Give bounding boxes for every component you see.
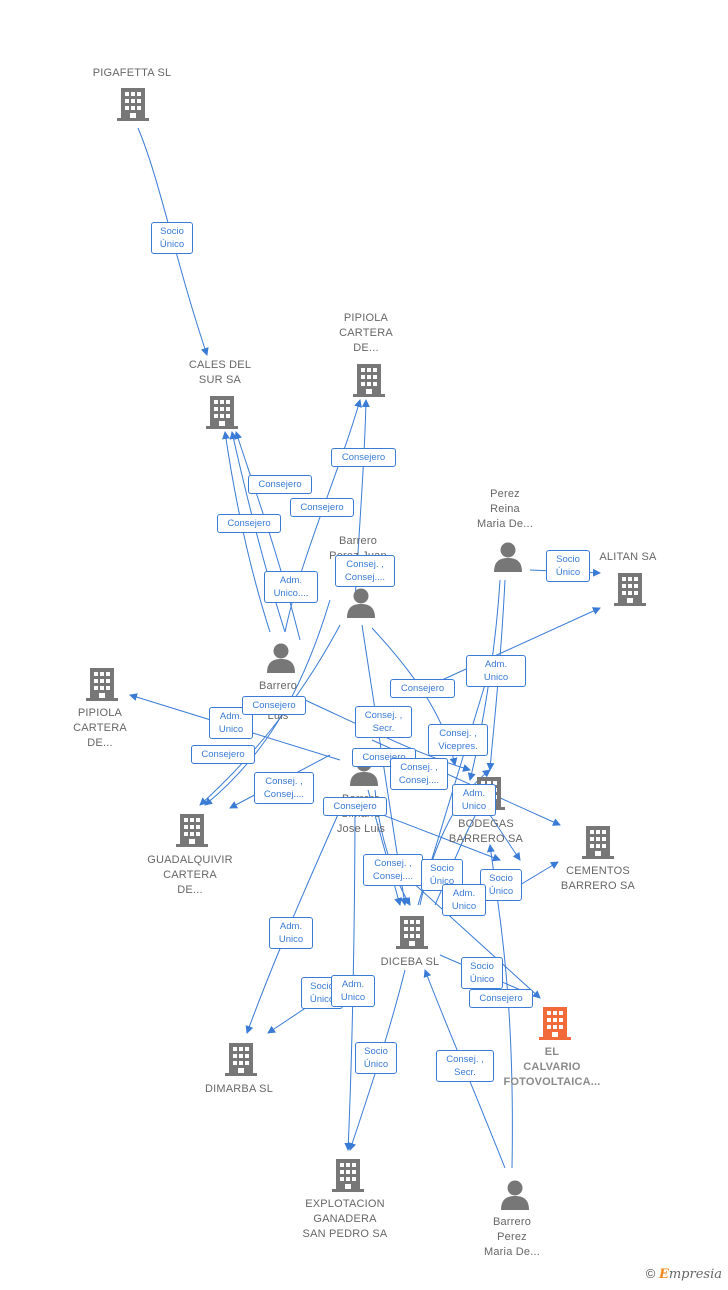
- edge-label[interactable]: Socio Único: [461, 957, 503, 989]
- node-label-barrero-maria[interactable]: Barrero Perez Maria De...: [484, 1216, 540, 1258]
- edges: [129, 127, 601, 1169]
- building-icon[interactable]: [614, 573, 646, 606]
- edge-label[interactable]: Consejero: [290, 498, 354, 517]
- person-icon[interactable]: [347, 588, 375, 619]
- edge-label[interactable]: Consej. , Vicepres.: [428, 724, 488, 756]
- building-icon[interactable]: [117, 88, 149, 121]
- node-label-explotacion[interactable]: EXPLOTACION GANADERA SAN PEDRO SA: [302, 1198, 388, 1240]
- edge-label[interactable]: Adm. Unico: [452, 784, 496, 816]
- edge-label[interactable]: Consejero: [242, 696, 306, 715]
- building-icon[interactable]: [225, 1043, 257, 1076]
- edge-label[interactable]: Consej. , Consej....: [363, 854, 423, 886]
- building-icon[interactable]: [206, 396, 238, 429]
- edge-label[interactable]: Socio Único: [546, 550, 590, 582]
- building-icon[interactable]: [176, 814, 208, 847]
- person-icon[interactable]: [501, 1180, 529, 1211]
- node-label-pigafetta[interactable]: PIGAFETTA SL: [92, 67, 172, 79]
- building-icon[interactable]: [332, 1159, 364, 1192]
- person-icon[interactable]: [494, 542, 522, 573]
- building-icon[interactable]: [582, 826, 614, 859]
- edge-label[interactable]: Consej. , Consej....: [335, 555, 395, 587]
- node-label-bodegas[interactable]: BODEGAS BARRERO SA: [448, 818, 524, 845]
- brand-initial: E: [658, 1267, 669, 1282]
- edge-label[interactable]: Consej. , Consej....: [390, 758, 448, 790]
- node-label-guadalquivir[interactable]: GUADALQUIVIR CARTERA DE...: [147, 854, 233, 896]
- edge-label[interactable]: Adm. Unico....: [264, 571, 318, 603]
- building-icon[interactable]: [353, 364, 385, 397]
- edge-label[interactable]: Adm. Unico: [269, 917, 313, 949]
- edge-label[interactable]: Consejero: [217, 514, 281, 533]
- copyright-symbol: ©: [645, 1266, 656, 1281]
- edge-label[interactable]: Socio Único: [480, 869, 522, 901]
- node-label-alitan[interactable]: ALITAN SA: [599, 551, 657, 563]
- edge-label[interactable]: Adm. Unico: [442, 884, 486, 916]
- edge-label[interactable]: Consej. , Consej....: [254, 772, 314, 804]
- edge-label[interactable]: Adm. Unico: [466, 655, 526, 687]
- node-label-pipiola-left[interactable]: PIPIOLA CARTERA DE...: [73, 707, 127, 749]
- edge-label[interactable]: Socio Único: [151, 222, 193, 254]
- brand-name: mpresia: [668, 1267, 722, 1282]
- building-icon[interactable]: [86, 668, 118, 701]
- building-icon[interactable]: [396, 916, 428, 949]
- brand-logo: © Empresia: [646, 1266, 722, 1282]
- node-label-pipiola-top[interactable]: PIPIOLA CARTERA DE...: [339, 312, 393, 354]
- edge-label[interactable]: Consejero: [331, 448, 396, 467]
- node-label-el-calvario[interactable]: EL CALVARIO FOTOVOLTAICA...: [503, 1046, 601, 1088]
- node-label-perez-reina[interactable]: Perez Reina Maria De...: [477, 488, 533, 530]
- edge-label[interactable]: Consej. , Secr.: [436, 1050, 494, 1082]
- edge-label[interactable]: Consejero: [390, 679, 455, 698]
- person-icon[interactable]: [267, 643, 295, 674]
- node-label-diceba[interactable]: DICEBA SL: [380, 956, 440, 968]
- node-label-cales[interactable]: CALES DEL SUR SA: [188, 359, 252, 386]
- edge-label[interactable]: Socio Único: [355, 1042, 397, 1074]
- edge-label[interactable]: Adm. Unico: [331, 975, 375, 1007]
- node-label-dimarba[interactable]: DIMARBA SL: [204, 1083, 274, 1095]
- edge-label[interactable]: Consej. , Secr.: [355, 706, 412, 738]
- edge-label[interactable]: Consejero: [191, 745, 255, 764]
- node-label-cementos[interactable]: CEMENTOS BARRERO SA: [560, 865, 636, 892]
- highlight-building-icon[interactable]: [539, 1007, 571, 1040]
- edge-label[interactable]: Consejero: [248, 475, 312, 494]
- edge-label[interactable]: Consejero: [323, 797, 387, 816]
- edge-label[interactable]: Consejero: [469, 989, 533, 1008]
